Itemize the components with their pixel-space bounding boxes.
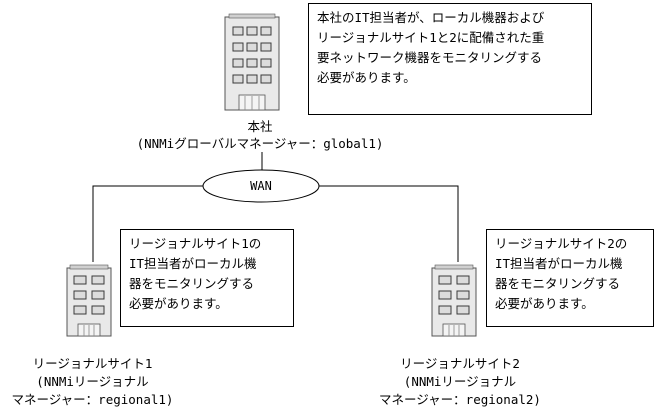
site1-note: リージョナルサイト1の IT担当者がローカル機 器をモニタリングする 必要があり… bbox=[120, 229, 294, 327]
site2-manager-line2: マネージャー：regional2) bbox=[379, 392, 541, 407]
site1-manager-line2: マネージャー：regional1) bbox=[11, 392, 174, 407]
hq-building-icon bbox=[224, 13, 280, 111]
site2-manager-line1: (NNMiリージョナル bbox=[403, 374, 517, 389]
wan-to-site1-line bbox=[92, 185, 205, 262]
hq-manager: (NNMiグローバルマネージャー：global1) bbox=[136, 136, 384, 151]
wan-label: WAN bbox=[250, 179, 272, 193]
site1-manager-line1: (NNMiリージョナル bbox=[36, 374, 149, 389]
site2-name: リージョナルサイト2 bbox=[400, 356, 520, 371]
wan-cloud bbox=[202, 169, 320, 203]
site1-name: リージョナルサイト1 bbox=[32, 356, 153, 371]
hq-note: 本社のIT担当者が、ローカル機器および リージョナルサイト1と2に配備された重 … bbox=[308, 3, 592, 115]
site2-building-icon bbox=[431, 264, 477, 337]
site2-note: リージョナルサイト2の IT担当者がローカル機 器をモニタリングする 必要があり… bbox=[486, 229, 654, 327]
hq-name: 本社 bbox=[247, 119, 273, 134]
wan-to-site2-line bbox=[318, 185, 459, 262]
site1-building-icon bbox=[66, 264, 112, 337]
